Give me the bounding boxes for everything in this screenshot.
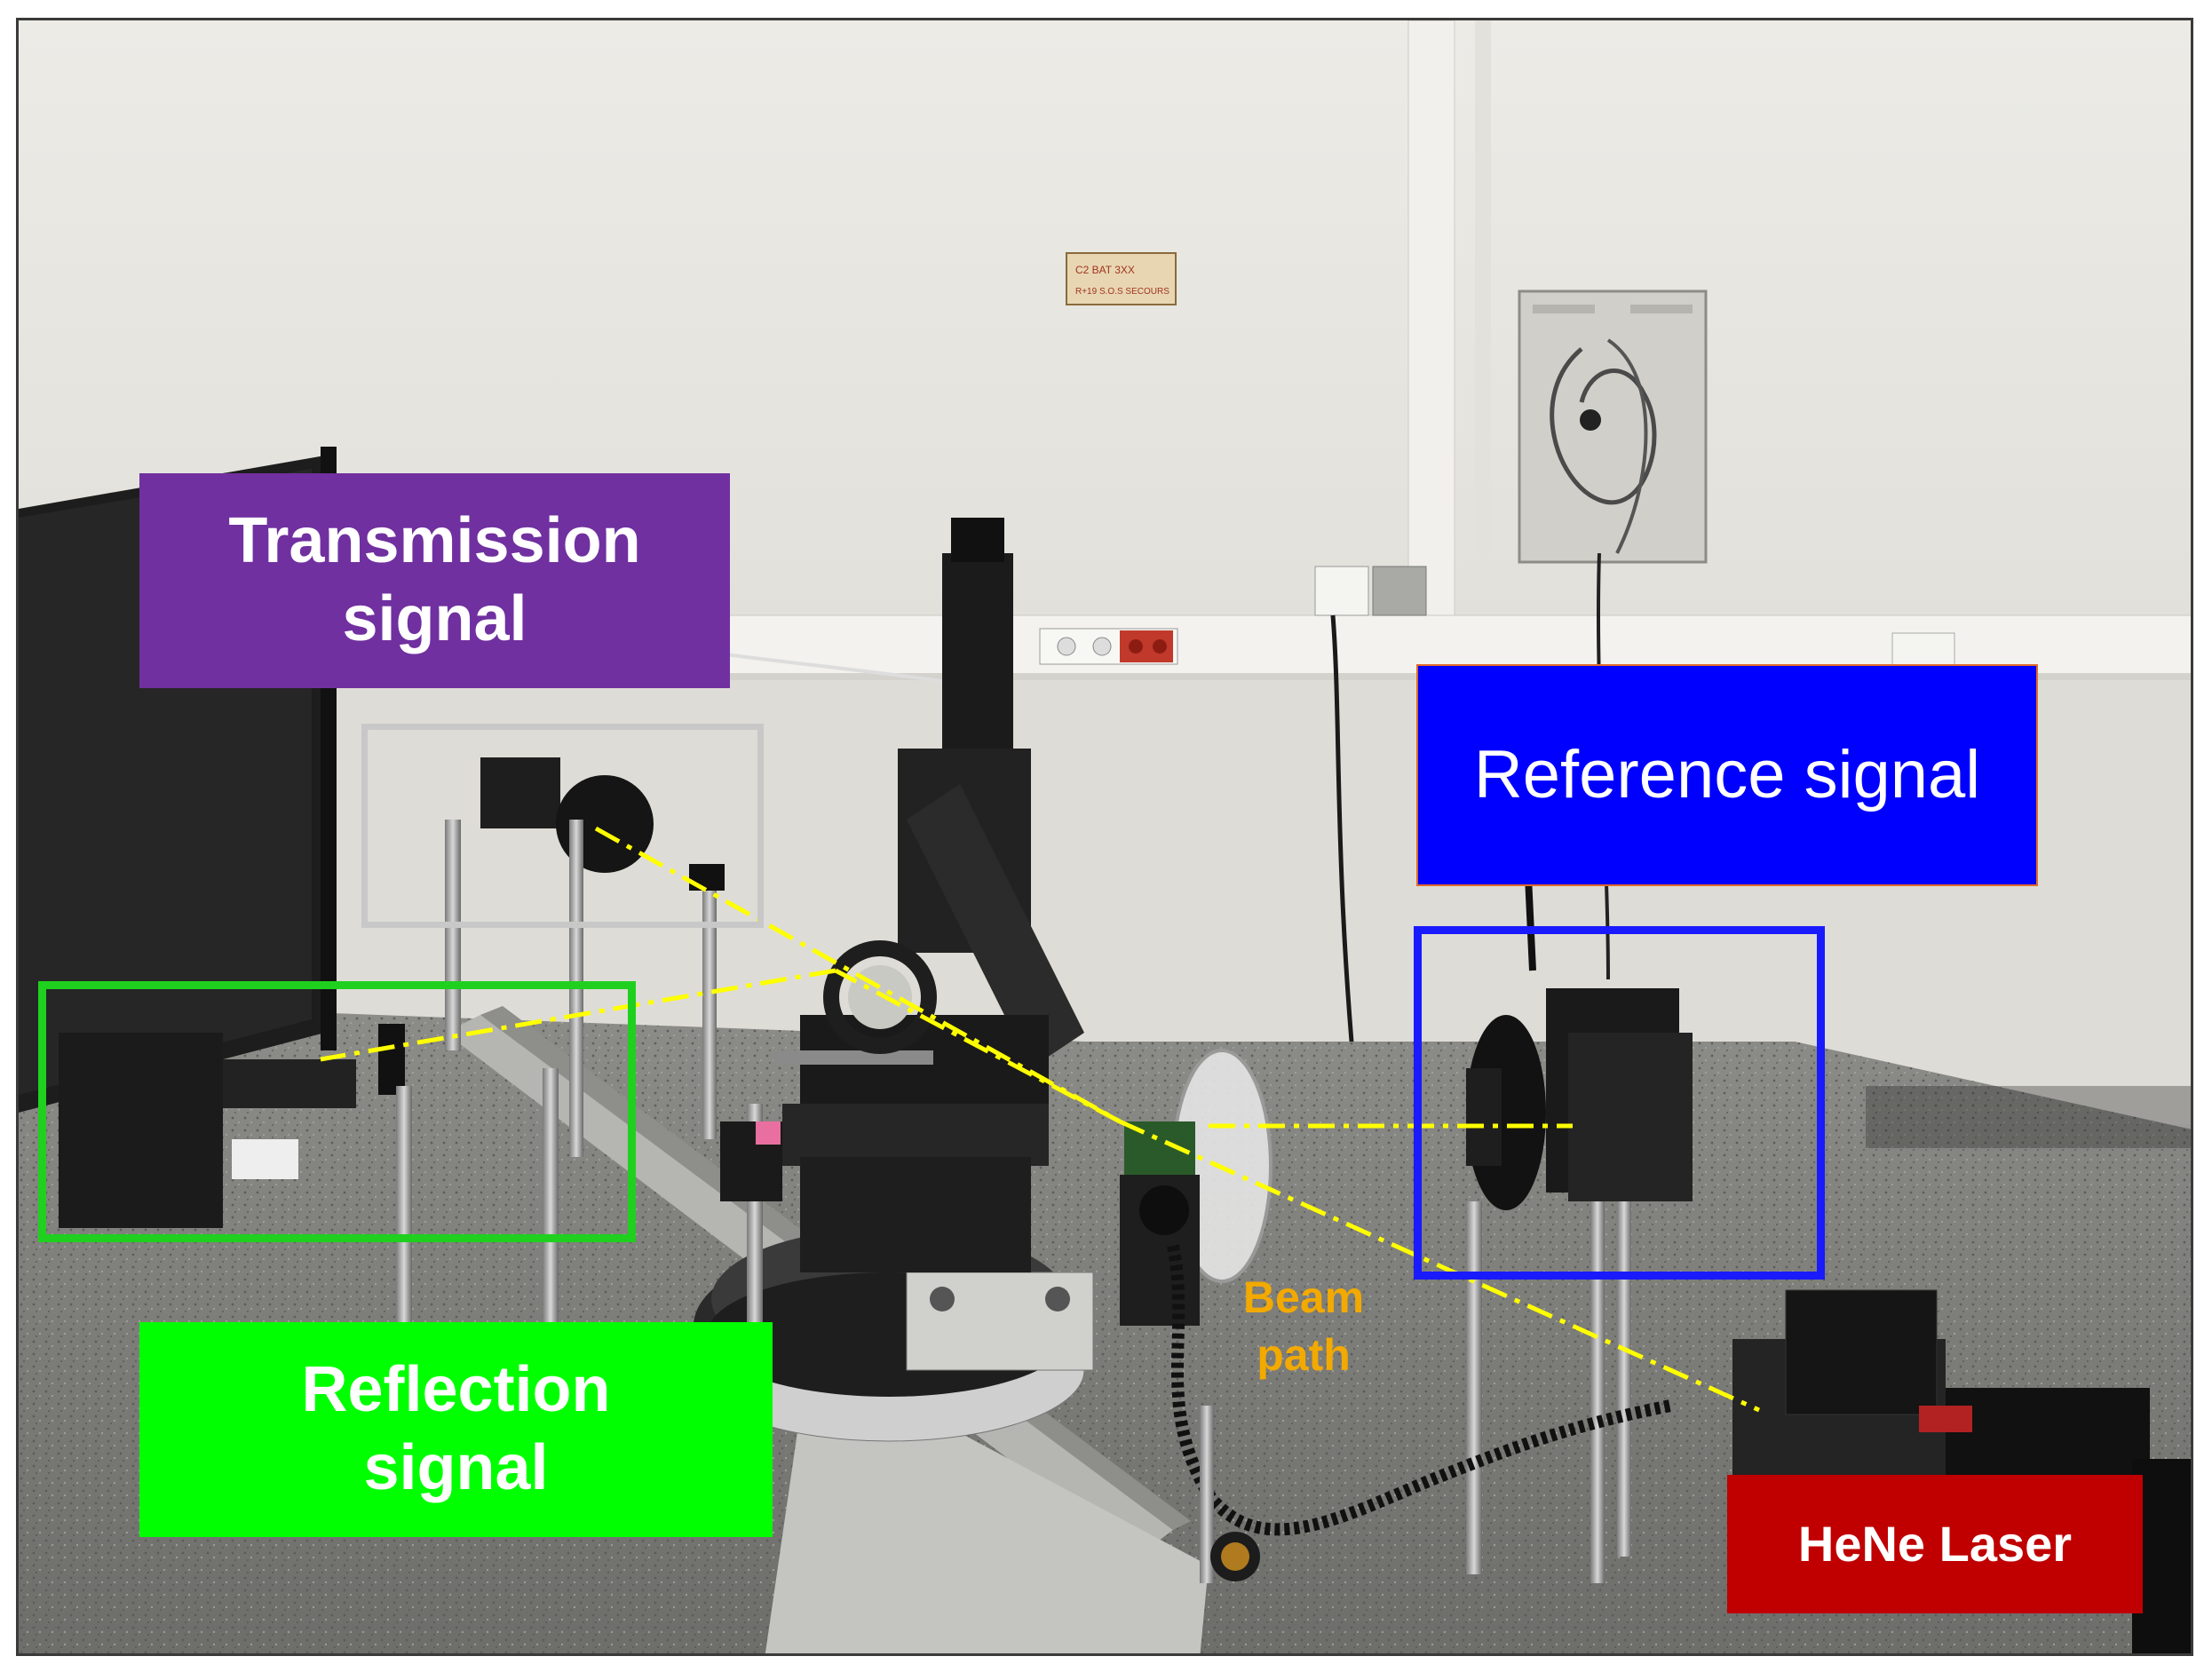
reflection-label-line1: Reflection xyxy=(301,1354,611,1426)
photo-frame: C2 BAT 3XX R+19 S.O.S SECOURS xyxy=(16,18,2193,1656)
reflection-signal-label: Reflection signal xyxy=(139,1322,773,1537)
transmission-detector xyxy=(445,757,725,1157)
beam-label-line2: path xyxy=(1257,1330,1351,1380)
beam-path-label: Beam path xyxy=(1228,1269,1379,1384)
beam-path xyxy=(320,826,1761,1413)
translation-stage xyxy=(773,518,1084,1272)
conduit xyxy=(1407,20,1455,625)
electrical-cabinet xyxy=(1518,289,1708,564)
transmission-label-line1: Transmission xyxy=(228,505,641,577)
reflection-label-line2: signal xyxy=(363,1432,549,1503)
reference-detector-outline xyxy=(1414,926,1825,1280)
laser-label-text: HeNe Laser xyxy=(1797,1515,2073,1572)
beam-label-line1: Beam xyxy=(1242,1272,1365,1322)
lab-photo: C2 BAT 3XX R+19 S.O.S SECOURS xyxy=(19,20,2191,1653)
reflection-detector xyxy=(59,1024,782,1477)
wall-sign: C2 BAT 3XX R+19 S.O.S SECOURS xyxy=(1066,252,1177,305)
transmission-detector-outline xyxy=(361,724,764,928)
transmission-signal-label: Transmission signal xyxy=(139,473,730,688)
reference-detector xyxy=(1466,988,1693,1583)
transmission-label-line2: signal xyxy=(342,583,527,654)
reflection-detector-outline xyxy=(38,981,636,1242)
sign-line-2: R+19 S.O.S SECOURS xyxy=(1075,287,1169,297)
hene-laser-label: HeNe Laser xyxy=(1727,1475,2143,1613)
reference-signal-label: Reference signal xyxy=(1416,664,2038,886)
coiled-cable xyxy=(1167,1244,1672,1536)
reference-label-text: Reference signal xyxy=(1473,736,1981,812)
sign-line-1: C2 BAT 3XX xyxy=(1075,264,1135,276)
